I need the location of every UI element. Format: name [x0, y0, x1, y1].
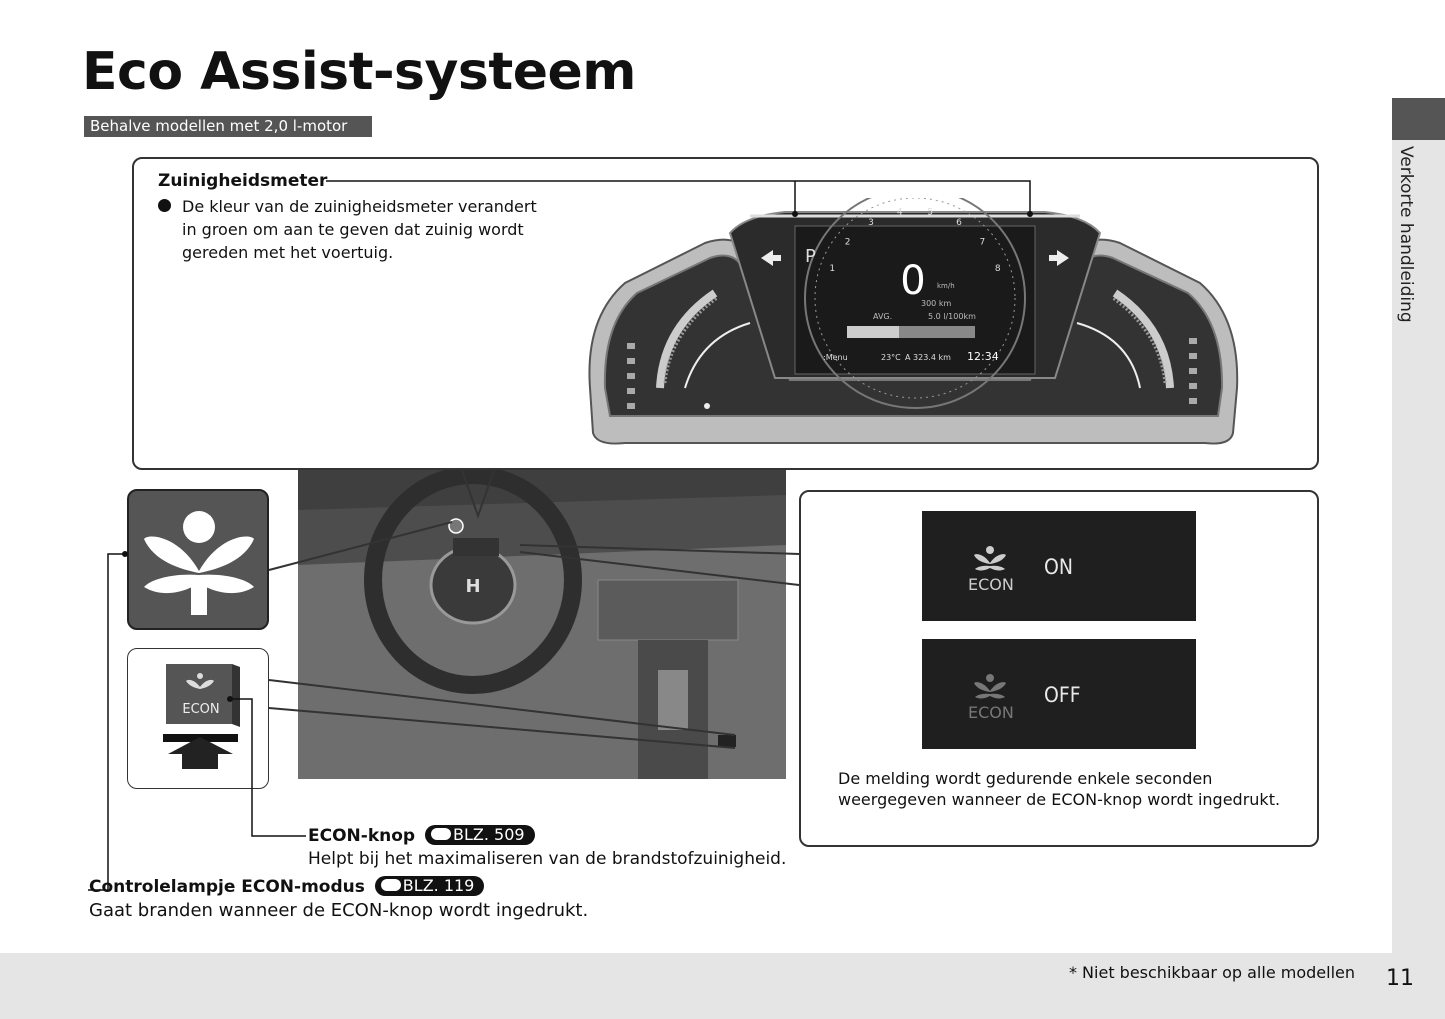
tach-tick-label: 7 — [980, 237, 986, 247]
tach-tick-label: 8 — [995, 264, 1001, 274]
temperature-readout: 23°C — [881, 353, 901, 362]
eco-sprout-icon — [144, 511, 254, 615]
arrow-icon — [431, 828, 452, 840]
footnote: * Niet beschikbaar op alle modellen — [1068, 963, 1355, 982]
tach-tick-label: 4 — [897, 207, 903, 217]
gear-indicator: P — [805, 246, 816, 267]
left-arrow-icon — [761, 250, 781, 266]
message-note: De melding wordt gedurende enkele second… — [838, 769, 1281, 809]
right-arrow-icon — [1049, 250, 1069, 266]
arrow-icon — [380, 879, 401, 891]
side-tab-marker — [1392, 98, 1445, 140]
eco-sprout-icon — [974, 546, 1006, 571]
meter-title: Zuinigheidsmeter — [158, 171, 328, 191]
trip-readout: A 323.4 km — [905, 353, 951, 362]
eco-small-icon — [197, 673, 203, 679]
econ-lamp-title: Controlelampje ECON-modus — [89, 877, 365, 897]
page-reference-text: BLZ. 509 — [453, 825, 525, 844]
tach-tick-label: 1 — [829, 264, 835, 274]
econ-indicator-lamp — [127, 489, 269, 630]
econ-label: ECON — [968, 575, 1014, 594]
econ-button-description: Helpt bij het maximaliseren van de brand… — [308, 849, 787, 869]
footer-band — [0, 953, 1445, 1019]
econ-lamp-callout: Controlelampje ECON-modus BLZ. 119 — [89, 876, 485, 897]
tach-tick-label: 2 — [845, 237, 851, 247]
econ-button-thumbnail: ECON — [127, 648, 269, 789]
instrument-cluster-illustration: P 0 km/h 1 2 3 4 5 6 7 8 300 km AVG. 5.0 l/100k… — [588, 198, 1239, 445]
speed-unit: km/h — [937, 282, 955, 290]
clock-readout: 12:34 — [967, 350, 999, 363]
menu-label: :Menu — [823, 353, 848, 362]
page-reference-link[interactable]: BLZ. 119 — [374, 876, 485, 896]
page-title: Eco Assist-systeem — [82, 42, 636, 102]
econ-off-message: ECON OFF — [922, 639, 1196, 749]
avg-value: 5.0 l/100km — [928, 312, 976, 321]
tach-tick-label: 3 — [868, 218, 874, 228]
econ-state-off: OFF — [1044, 683, 1081, 707]
econ-button-title: ECON-knop — [308, 826, 416, 846]
econ-button-callout: ECON-knop BLZ. 509 — [308, 825, 535, 846]
avg-label: AVG. — [873, 312, 892, 321]
page-reference-link[interactable]: BLZ. 509 — [425, 825, 535, 845]
eco-sprout-icon — [974, 674, 1006, 699]
side-strip — [1392, 140, 1445, 953]
section-label[interactable]: Verkorte handleiding — [1396, 146, 1416, 323]
econ-label: ECON — [968, 703, 1014, 722]
meter-description: De kleur van de zuinigheidsmeter verande… — [158, 195, 538, 264]
model-tag: Behalve modellen met 2,0 l-motor — [84, 116, 372, 137]
econ-button-label: ECON — [182, 702, 219, 717]
bullet-icon — [158, 199, 171, 212]
dashboard-photo: H — [298, 470, 786, 779]
speed-readout: 0 — [900, 258, 925, 304]
econ-state-on: ON — [1044, 555, 1073, 579]
tach-tick-label: 6 — [956, 218, 962, 228]
range-readout: 300 km — [921, 299, 951, 308]
svg-text:H: H — [465, 576, 480, 597]
page-reference-text: BLZ. 119 — [402, 876, 475, 895]
econ-on-message: ECON ON — [922, 511, 1196, 621]
tach-tick-label: 5 — [927, 207, 933, 217]
econ-lamp-description: Gaat branden wanneer de ECON-knop wordt … — [89, 900, 589, 921]
meter-description-text: De kleur van de zuinigheidsmeter verande… — [182, 197, 537, 262]
page-number: 11 — [1386, 966, 1414, 991]
